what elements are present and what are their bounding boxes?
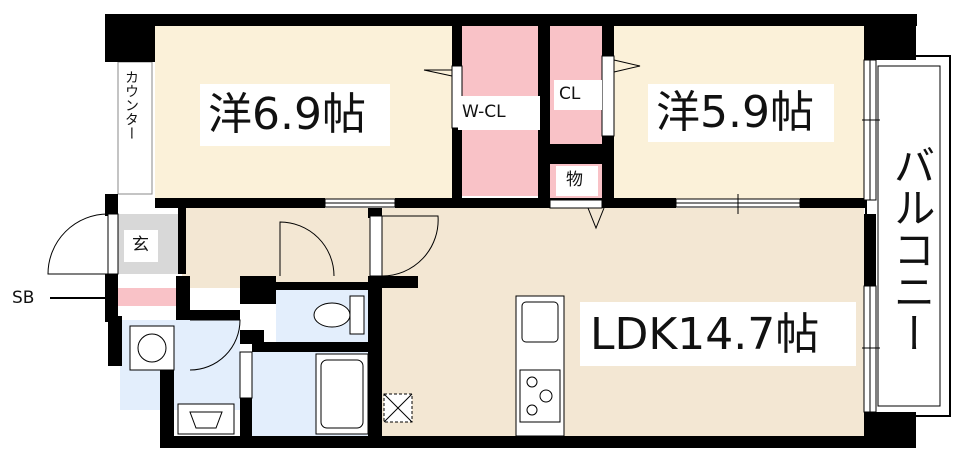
wall-left-top (105, 14, 155, 62)
entrance-door-swing (47, 213, 109, 275)
cl-door (601, 55, 615, 137)
wall-washroom-top (190, 310, 240, 320)
wall-washroom-step (160, 362, 174, 448)
wall-wcl-right (538, 26, 550, 208)
kitchen-counter-fixture (515, 295, 565, 437)
shoe-box-label: SB (12, 288, 35, 308)
room-label-ldk: LDK14.7帖 (590, 309, 820, 360)
wall-washroom-left (108, 316, 122, 366)
hallway-fill (182, 208, 382, 288)
wall-rooms-bottom-a (155, 198, 325, 208)
wall-rooms-bottom-c (612, 198, 676, 208)
room-label-closet: CL (559, 84, 581, 104)
wall-top (105, 14, 917, 26)
shoe-box-fill (118, 288, 176, 306)
wall-entrance-right (178, 208, 186, 274)
wall-rooms-bottom-b (395, 198, 613, 208)
toilet-fixture (313, 295, 365, 335)
fridge-space-fixture (383, 393, 413, 423)
room-label-entrance: 玄 (132, 235, 149, 255)
balcony-inner-line (877, 65, 941, 407)
wall-hall-bottom (368, 276, 418, 288)
wall-cl-storage (550, 144, 602, 164)
room-label-storage: 物 (566, 170, 583, 190)
wall-bath-right (368, 286, 382, 436)
wall-rooms-bottom-d (800, 198, 866, 208)
counter-strip (117, 61, 153, 195)
wall-bottom (160, 436, 916, 448)
hall-door-swing (279, 221, 335, 277)
wall-left-mid (105, 194, 118, 216)
room-label-western-1: 洋6.9帖 (208, 89, 366, 140)
room-label-walk-in-closet: W-CL (462, 102, 506, 122)
bathtub-fixture (315, 353, 369, 435)
balcony-label: バルコニー (887, 144, 936, 354)
washing-machine-fixture (129, 325, 175, 371)
balcony-area (865, 55, 951, 417)
wall-right-top (864, 14, 916, 60)
wall-toilet-bottom (252, 342, 382, 352)
washbasin-fixture (177, 403, 235, 435)
wall-toilet-left (240, 276, 276, 304)
bath-door (239, 351, 253, 399)
washroom-door-swing (189, 319, 241, 371)
wall-right-mid (864, 214, 876, 286)
room-label-western-2: 洋5.9帖 (656, 87, 814, 138)
storage-door (549, 199, 603, 209)
wall-toilet-top (276, 282, 368, 290)
wall-hall-right (368, 208, 382, 218)
wall-toilet-left-lower (240, 330, 264, 344)
counter-label: カウンター (123, 70, 139, 140)
wall-sb-right (176, 276, 190, 320)
